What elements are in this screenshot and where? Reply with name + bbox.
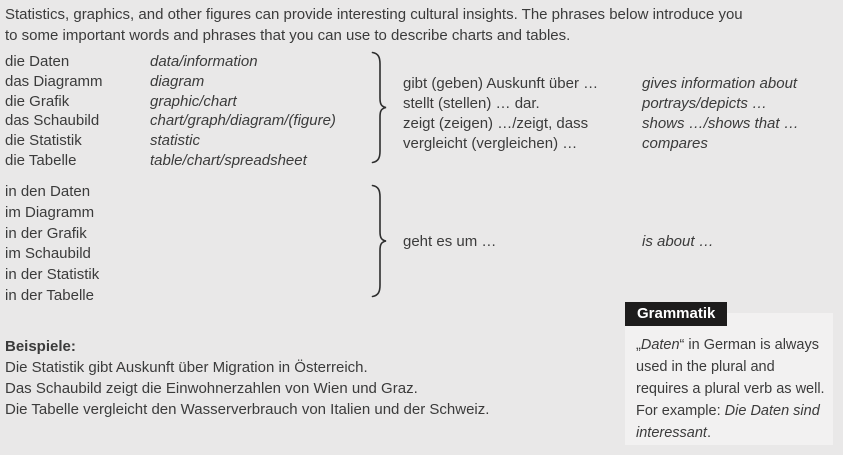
vocab-row: in der Tabelle bbox=[5, 286, 94, 304]
english-translation: shows …/shows that … bbox=[642, 115, 799, 132]
english-translation: data/information bbox=[150, 53, 258, 70]
vocab-row: die Statistik statistic bbox=[5, 131, 336, 151]
grammatik-text: “ in German is always used in the plural… bbox=[636, 337, 825, 419]
german-phrase: geht es um … bbox=[403, 233, 497, 250]
vocab-row: in der Statistik bbox=[5, 266, 100, 284]
vocab-row: zeigt (zeigen) …/zeigt, dass shows …/show… bbox=[403, 114, 799, 134]
example-sentence: Die Tabelle vergleicht den Wasserverbrau… bbox=[5, 401, 490, 418]
geht-es-um-row: geht es um … is about … bbox=[403, 233, 823, 250]
english-translation: diagram bbox=[150, 72, 205, 90]
verb-vocab-list: gibt (geben) Auskunft über … gives inform… bbox=[403, 74, 799, 154]
vocab-row: in den Daten bbox=[5, 183, 91, 200]
english-translation: is about … bbox=[642, 233, 714, 250]
vocab-row: in der Grafik bbox=[5, 224, 87, 242]
vocab-row: die Grafik graphic/chart bbox=[5, 92, 336, 112]
grammatik-term: Daten bbox=[640, 337, 680, 353]
grammatik-callout bbox=[625, 313, 833, 445]
english-translation: gives information about bbox=[642, 75, 798, 92]
english-translation: portrays/depicts … bbox=[642, 95, 768, 112]
english-translation: table/chart/spreadsheet bbox=[150, 151, 307, 169]
vocab-row: vergleicht (vergleichen) … compares bbox=[403, 134, 799, 154]
vocab-row: das Schaubild chart/graph/diagram/(figure… bbox=[5, 111, 336, 131]
vocab-row: stellt (stellen) … dar. portrays/depicts … bbox=[403, 94, 799, 114]
german-phrase: vergleicht (vergleichen) … bbox=[403, 135, 578, 152]
english-translation: graphic/chart bbox=[150, 92, 237, 110]
intro-line-1: Statistics, graphics, and other figures … bbox=[5, 6, 743, 23]
english-translation: chart/graph/diagram/(figure) bbox=[150, 112, 336, 130]
vocab-row: das Diagramm diagram bbox=[5, 72, 336, 92]
grammatik-tab: Grammatik bbox=[625, 302, 728, 326]
curly-brace-icon bbox=[371, 51, 387, 164]
english-translation: statistic bbox=[150, 132, 201, 150]
example-sentence: Die Statistik gibt Auskunft über Migrati… bbox=[5, 359, 368, 376]
prepositional-vocab-list: in den Daten im Diagramm in der Grafik i… bbox=[5, 182, 99, 307]
german-term: das Diagramm bbox=[5, 72, 103, 90]
english-translation: compares bbox=[642, 135, 708, 152]
grammatik-example: Die Daten sind interessant bbox=[636, 403, 820, 441]
german-phrase: gibt (geben) Auskunft über … bbox=[403, 75, 599, 92]
german-phrase: zeigt (zeigen) …/zeigt, dass bbox=[403, 115, 589, 132]
example-sentence: Das Schaubild zeigt die Einwohnerzahlen … bbox=[5, 380, 418, 397]
vocab-row: im Diagramm bbox=[5, 203, 95, 221]
intro-paragraph: Statistics, graphics, and other figures … bbox=[5, 5, 838, 46]
vocab-row: die Tabelle table/chart/spreadsheet bbox=[5, 151, 336, 171]
german-phrase: stellt (stellen) … dar. bbox=[403, 95, 540, 112]
german-term: die Grafik bbox=[5, 92, 70, 110]
curly-brace-icon bbox=[371, 184, 387, 298]
examples-section: Beispiele: Die Statistik gibt Auskunft ü… bbox=[5, 336, 489, 420]
vocab-row: gibt (geben) Auskunft über … gives inform… bbox=[403, 74, 799, 94]
grammatik-body: „Daten“ in German is always used in the … bbox=[636, 334, 826, 444]
vocab-row: die Daten data/information bbox=[5, 52, 336, 72]
german-term: das Schaubild bbox=[5, 112, 100, 130]
vocab-row: im Schaubild bbox=[5, 245, 91, 263]
open-quote: „ bbox=[636, 337, 641, 353]
examples-heading: Beispiele: bbox=[5, 338, 76, 355]
grammatik-period: . bbox=[706, 425, 711, 441]
german-term: die Statistik bbox=[5, 132, 82, 150]
german-term: die Daten bbox=[5, 53, 70, 70]
intro-line-2: to some important words and phrases that… bbox=[5, 26, 571, 44]
german-term: die Tabelle bbox=[5, 151, 77, 169]
